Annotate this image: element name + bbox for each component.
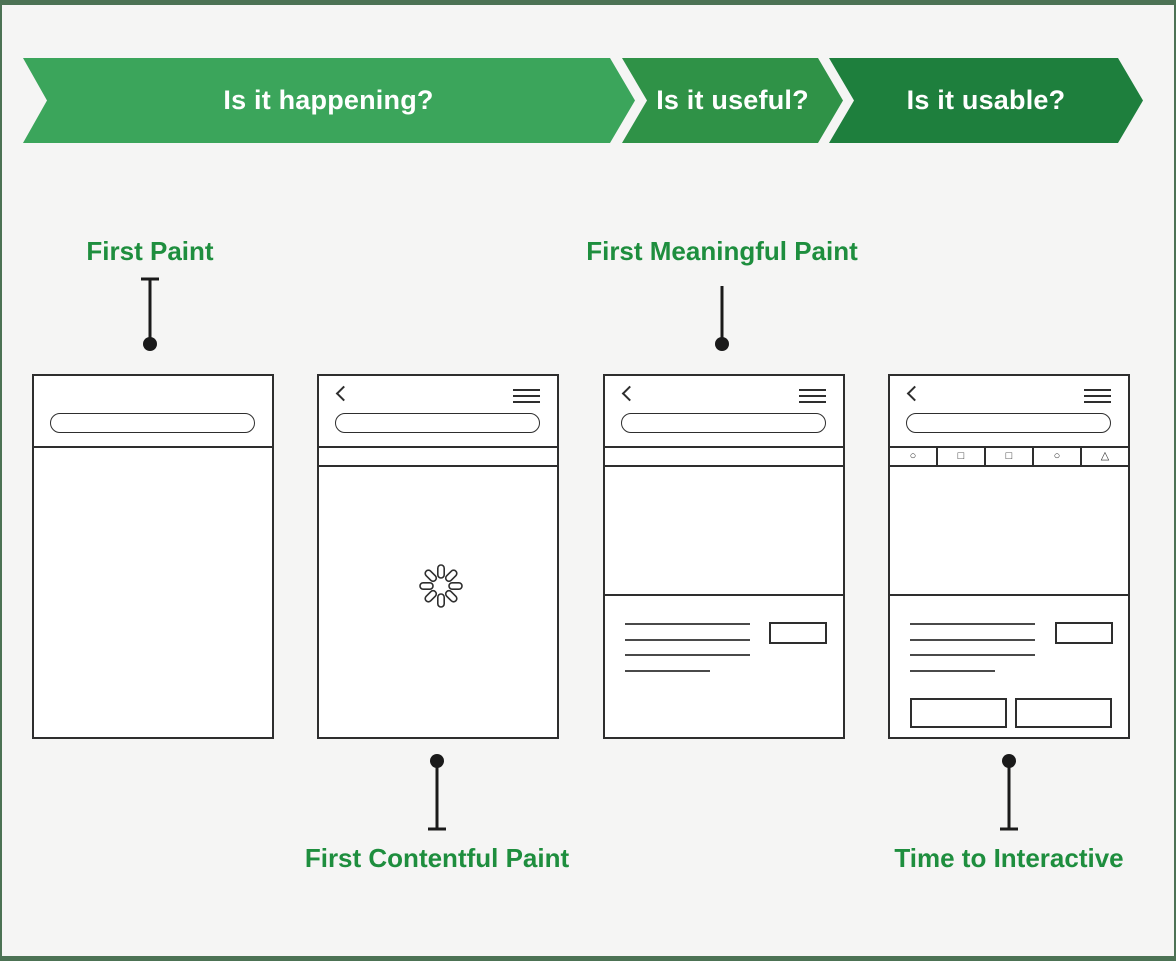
toolbar-square-icon: □ (986, 448, 1034, 465)
phase-chevron-is-it-usable (829, 58, 1143, 143)
content-line (625, 623, 750, 626)
hero-block (605, 467, 843, 596)
first-paint-connector (141, 277, 159, 351)
icon-toolbar-row: ○ □ □ ○ △ (890, 448, 1128, 467)
browser-header (890, 376, 1128, 448)
toolbar-square-icon: □ (938, 448, 986, 465)
url-bar (335, 413, 540, 433)
cta-button-placeholder (1055, 622, 1113, 644)
content-line (625, 639, 750, 642)
phase-chevron-is-it-useful (622, 58, 843, 143)
phone-first-contentful-paint (317, 374, 559, 739)
content-line-short (625, 670, 710, 673)
cta-button-placeholder (769, 622, 827, 644)
frame-border-bottom (0, 956, 1176, 961)
toolbar-row-empty (605, 448, 843, 467)
hero-block (890, 467, 1128, 596)
back-icon (906, 385, 923, 402)
menu-icon (799, 389, 826, 403)
content-line (910, 623, 1035, 626)
content-line (910, 654, 1035, 657)
bottom-button-placeholder (910, 698, 1007, 728)
toolbar-circle-icon: ○ (1034, 448, 1082, 465)
url-bar (906, 413, 1111, 433)
back-icon (621, 385, 638, 402)
content-line-short (910, 670, 995, 673)
menu-icon (1084, 389, 1111, 403)
toolbar-row-empty (319, 448, 557, 467)
frame-border-top (0, 0, 1176, 5)
frame-border-right (1174, 0, 1176, 961)
loading-spinner-icon (419, 564, 463, 608)
phase-banner (23, 58, 1143, 143)
phone-time-to-interactive: ○ □ □ ○ △ (888, 374, 1130, 739)
toolbar-triangle-icon: △ (1100, 450, 1110, 462)
toolbar-circle-icon: ○ (890, 448, 938, 465)
url-bar (621, 413, 826, 433)
first-meaningful-paint-connector (715, 286, 729, 351)
content-line (910, 639, 1035, 642)
bottom-button-placeholder (1015, 698, 1112, 728)
url-bar (50, 413, 255, 433)
browser-header (605, 376, 843, 448)
back-icon (335, 385, 352, 402)
phone-first-meaningful-paint (603, 374, 845, 739)
label-time-to-interactive: Time to Interactive (894, 843, 1124, 873)
phone-first-paint (32, 374, 274, 739)
label-first-meaningful-paint: First Meaningful Paint (586, 236, 858, 266)
frame-border-left (0, 0, 2, 961)
label-first-contentful-paint: First Contentful Paint (304, 843, 570, 873)
content-line (625, 654, 750, 657)
time-to-interactive-connector (1000, 754, 1018, 831)
first-contentful-paint-connector (428, 754, 446, 831)
menu-icon (513, 389, 540, 403)
browser-header (319, 376, 557, 448)
phase-chevron-is-it-happening (23, 58, 635, 143)
label-first-paint: First Paint (86, 236, 214, 266)
browser-header (34, 376, 272, 448)
